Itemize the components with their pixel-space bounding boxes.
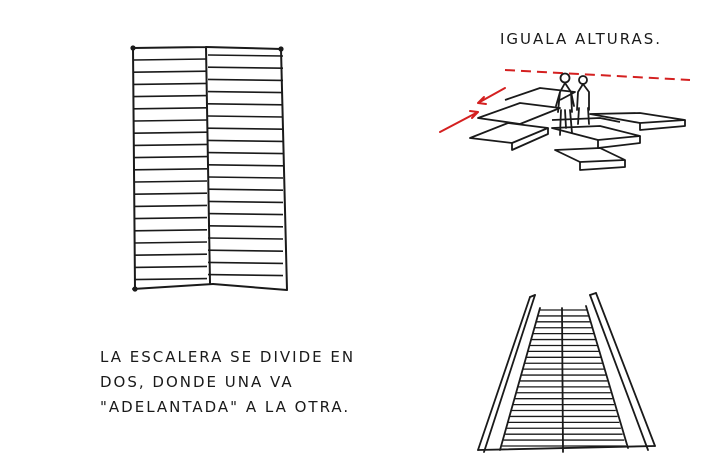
plan-step-left: [133, 82, 208, 86]
plan-step-right: [207, 225, 284, 228]
person-left: [555, 72, 575, 136]
plan-step-right: [207, 237, 284, 240]
plan-step-left: [133, 265, 208, 269]
plan-step-left: [133, 107, 208, 110]
arrow-left: [477, 87, 506, 105]
plan-step-left: [133, 168, 208, 171]
plan-step-left: [133, 216, 208, 220]
title-label: IGUALA ALTURAS.: [500, 30, 663, 48]
caption-line-3: "ADELANTADA" A LA OTRA.: [100, 398, 351, 416]
plan-step-right: [207, 103, 284, 106]
plan-step-left: [133, 119, 208, 122]
plan-step-left: [133, 241, 208, 244]
plan-step-right: [207, 212, 284, 216]
plan-step-right: [207, 139, 284, 143]
plan-step-left: [133, 70, 208, 73]
plan-step-left: [133, 131, 208, 134]
plan-step-left: [133, 94, 208, 98]
plan-step-right: [207, 273, 284, 277]
plan-step-right: [207, 151, 284, 155]
plan-step-left: [133, 192, 208, 195]
caption-line-1: LA ESCALERA SE DIVIDE EN: [100, 348, 356, 366]
plan-step-right: [207, 66, 284, 69]
plan-step-right: [207, 78, 284, 82]
plan-step-right: [207, 176, 284, 179]
plan-step-right: [207, 249, 284, 252]
caption-line-2: DOS, DONDE UNA VA: [100, 373, 294, 391]
plan-step-right: [207, 188, 284, 191]
plan-step-right: [207, 164, 284, 167]
plan-step-left: [133, 180, 208, 183]
arrow-up: [439, 110, 479, 133]
plan-step-left: [133, 58, 208, 61]
plan-step-left: [133, 143, 208, 147]
plan-step-left: [133, 204, 208, 208]
caption-text: LA ESCALERA SE DIVIDE EN DOS, DONDE UNA …: [100, 345, 355, 420]
plan-step-left: [133, 277, 208, 281]
plan-step-right: [207, 261, 284, 265]
plan-step-right: [207, 115, 284, 118]
plan-step-left: [133, 155, 208, 159]
plan-step-right: [207, 90, 284, 94]
plan-step-right: [207, 200, 284, 204]
person-right: [576, 75, 590, 125]
plan-step-left: [133, 229, 208, 232]
plan-step-right: [207, 54, 284, 57]
plan-step-left: [133, 253, 208, 256]
plan-step-right: [207, 127, 284, 130]
